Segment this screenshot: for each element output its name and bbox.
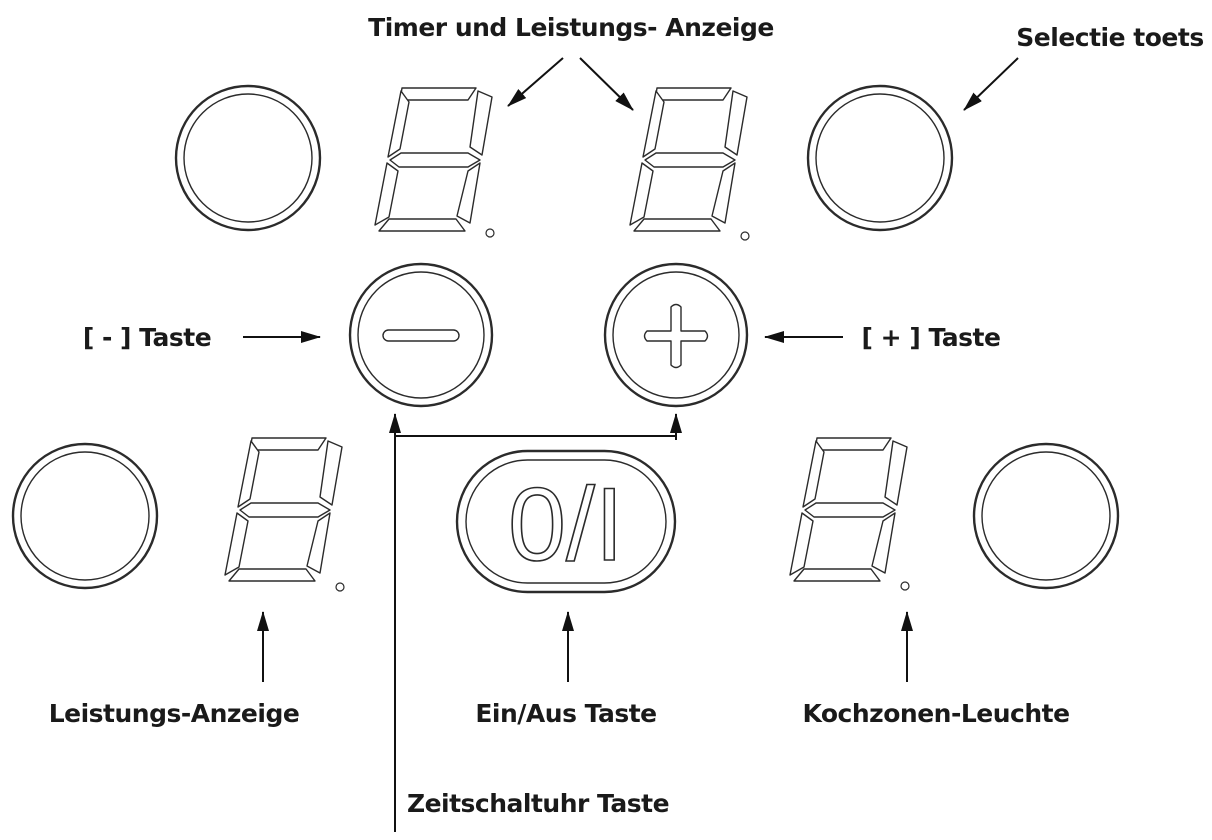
power-icon: 0/I — [507, 466, 624, 584]
label-plus-key: [ + ] Taste — [862, 323, 1001, 352]
seven-segment-digit — [629, 87, 748, 232]
select-button-top-left[interactable] — [174, 84, 322, 232]
select-button-bottom-right[interactable] — [972, 442, 1120, 590]
minus-icon — [382, 329, 460, 342]
decimal-dot — [740, 231, 750, 241]
select-button-top-right[interactable] — [806, 84, 954, 232]
label-select-key: Selectie toets — [1016, 23, 1203, 52]
zone-light-dot — [900, 581, 910, 591]
label-timer-power-display: Timer und Leistungs- Anzeige — [368, 13, 774, 42]
timer-display-right — [629, 87, 750, 241]
plus-button[interactable] — [603, 262, 749, 408]
zone-display — [789, 437, 910, 591]
plus-icon — [643, 303, 709, 369]
power-display — [224, 437, 345, 592]
label-timer-key: Zeitschaltuhr Taste — [407, 789, 669, 818]
label-minus-key: [ - ] Taste — [83, 323, 211, 352]
minus-button[interactable] — [348, 262, 494, 408]
on-off-button[interactable]: 0/I — [455, 449, 677, 594]
seven-segment-digit — [789, 437, 908, 582]
arrow-icon — [963, 57, 1019, 111]
decimal-dot — [485, 228, 495, 238]
arrow-icon — [507, 57, 564, 107]
label-on-off-key: Ein/Aus Taste — [475, 699, 656, 728]
seven-segment-digit — [224, 437, 343, 582]
label-power-display: Leistungs-Anzeige — [49, 699, 300, 728]
label-zone-light: Kochzonen-Leuchte — [802, 699, 1069, 728]
seven-segment-digit — [374, 87, 493, 232]
decimal-dot — [335, 582, 345, 592]
arrow-icon — [579, 57, 634, 111]
timer-key-connector — [389, 413, 682, 832]
timer-display-left — [374, 87, 495, 238]
on-off-symbol: 0/I — [508, 467, 624, 583]
select-button-bottom-left[interactable] — [11, 442, 159, 590]
